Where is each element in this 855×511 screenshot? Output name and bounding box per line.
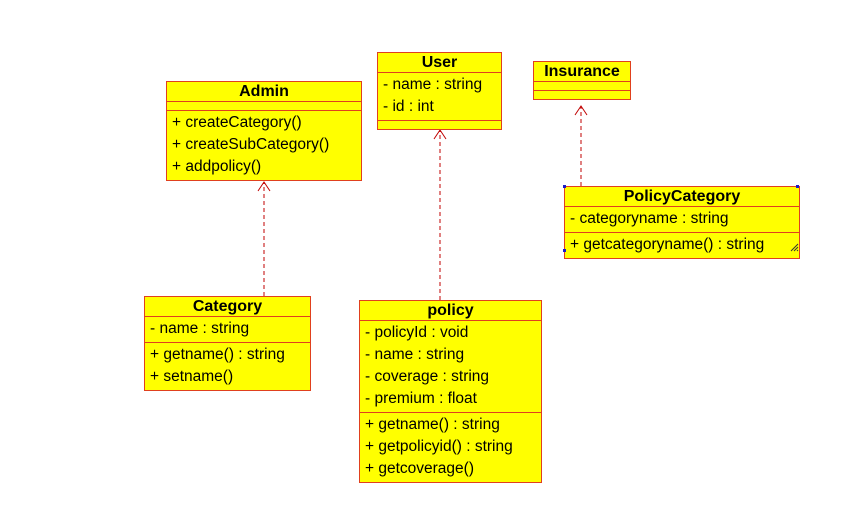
method: + getpolicyid() : string — [365, 438, 513, 455]
method: + addpolicy() — [172, 158, 262, 175]
selection-handle[interactable] — [563, 249, 566, 252]
attributes-section: - categoryname : string — [565, 207, 799, 233]
methods-section: + getname() : string + getpolicyid() : s… — [360, 413, 541, 482]
resize-grip-icon[interactable] — [789, 242, 799, 252]
method: + setname() — [150, 368, 234, 385]
attribute: - categoryname : string — [570, 210, 729, 227]
class-name: Insurance — [534, 62, 630, 82]
method: + getname() : string — [150, 346, 285, 363]
arrowhead-user — [433, 129, 447, 140]
attribute: - name : string — [365, 346, 465, 363]
class-name: PolicyCategory — [565, 187, 799, 207]
class-name: Category — [145, 297, 310, 317]
class-admin[interactable]: Admin + createCategory() + createSubCate… — [166, 81, 362, 181]
methods-section: + getname() : string + setname() — [145, 343, 310, 390]
class-policy[interactable]: policy - policyId : void - name : string… — [359, 300, 542, 483]
methods-section: + getcategoryname() : string — [565, 233, 799, 258]
attribute: - policyId : void — [365, 324, 469, 341]
method: + getcoverage() — [365, 460, 474, 477]
class-insurance[interactable]: Insurance — [533, 61, 631, 100]
attributes-section: - policyId : void - name : string - cove… — [360, 321, 541, 413]
class-policycategory[interactable]: PolicyCategory - categoryname : string +… — [564, 186, 800, 259]
method: + createSubCategory() — [172, 136, 330, 153]
selection-handle[interactable] — [563, 185, 566, 188]
class-name: policy — [360, 301, 541, 321]
attributes-section: - name : string — [145, 317, 310, 343]
attribute: - coverage : string — [365, 368, 490, 385]
arrowhead-admin — [257, 181, 271, 192]
attribute: - premium : float — [365, 390, 477, 407]
method: + createCategory() — [172, 114, 302, 131]
attributes-section — [167, 102, 361, 111]
class-user[interactable]: User - name : string - id : int — [377, 52, 502, 130]
methods-section: + createCategory() + createSubCategory()… — [167, 111, 361, 180]
class-category[interactable]: Category - name : string + getname() : s… — [144, 296, 311, 391]
selection-handle[interactable] — [796, 185, 799, 188]
arrowhead-insurance — [574, 105, 588, 116]
attributes-section: - name : string - id : int — [378, 73, 501, 121]
attribute: - name : string — [383, 76, 483, 93]
attribute: - name : string — [150, 320, 250, 337]
class-name: Admin — [167, 82, 361, 102]
class-name: User — [378, 53, 501, 73]
methods-section — [378, 121, 501, 129]
method: + getcategoryname() : string — [570, 236, 765, 253]
methods-section — [534, 91, 630, 99]
method: + getname() : string — [365, 416, 500, 433]
attributes-section — [534, 82, 630, 91]
attribute: - id : int — [383, 98, 434, 115]
